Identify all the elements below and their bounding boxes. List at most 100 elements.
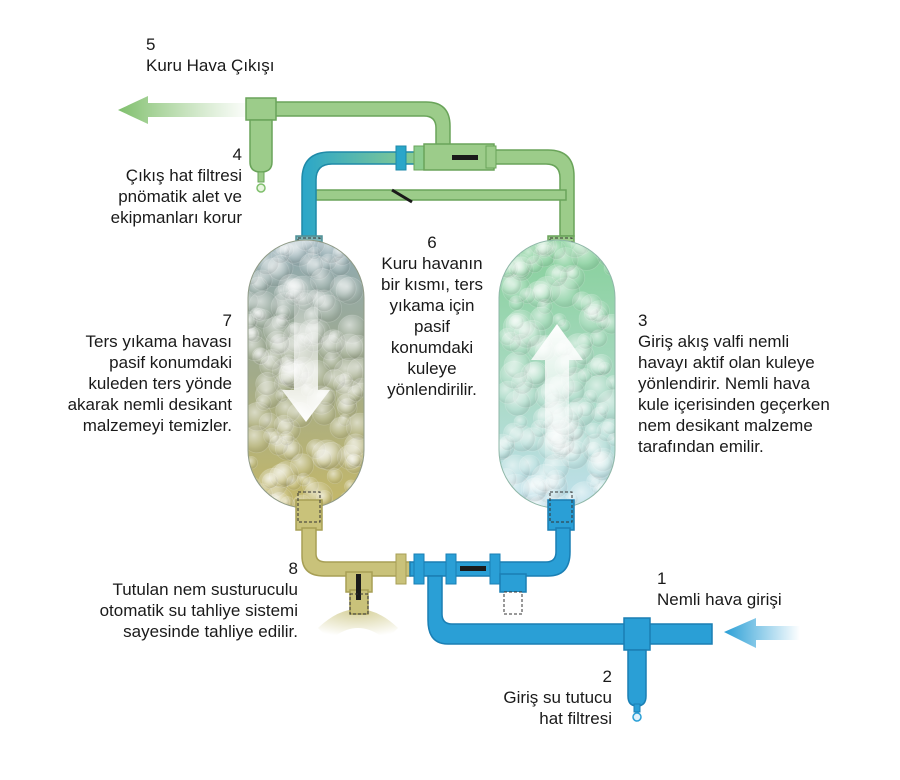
step-8-number: 8 xyxy=(288,559,298,578)
step-3-text: Giriş akış valfi nemli havayı aktif olan… xyxy=(638,332,830,456)
right-drain-valve xyxy=(499,573,527,615)
muffler-drain xyxy=(318,571,398,640)
desiccant-bead xyxy=(602,418,615,435)
desiccant-bead xyxy=(520,244,541,265)
desiccant-bead xyxy=(270,244,291,264)
step-4-label: 4 Çıkış hat filtresi pnömatik alet ve ek… xyxy=(70,144,242,228)
desiccant-bead xyxy=(583,305,599,321)
desiccant-bead xyxy=(339,491,357,508)
step-4-text: Çıkış hat filtresi pnömatik alet ve ekip… xyxy=(110,166,242,227)
desiccant-bead xyxy=(345,334,364,360)
desiccant-bead xyxy=(545,469,567,491)
desiccant-bead xyxy=(504,390,531,417)
desiccant-bead xyxy=(503,495,524,508)
step-5-number: 5 xyxy=(146,35,156,54)
desiccant-bead xyxy=(345,412,364,441)
desiccant-bead xyxy=(321,329,346,354)
desiccant-bead xyxy=(591,406,608,423)
desiccant-bead xyxy=(584,422,602,440)
desiccant-bead xyxy=(255,497,269,508)
desiccant-bead xyxy=(290,453,315,478)
step-5-label: 5 Kuru Hava Çıkışı xyxy=(146,34,275,76)
desiccant-bead xyxy=(590,353,613,377)
desiccant-bead xyxy=(513,414,528,429)
step-8-label: 8 Tutulan nem susturuculu otomatik su ta… xyxy=(60,558,298,642)
desiccant-bead xyxy=(509,314,525,330)
desiccant-bead xyxy=(332,244,348,260)
tower-bottom-fittings xyxy=(295,491,575,531)
drying-up-arrow xyxy=(531,324,583,466)
bottom-manifold xyxy=(301,527,571,585)
desiccant-bead xyxy=(603,261,615,276)
dry-air-outlet-arrow xyxy=(118,96,252,124)
top-green-pipe xyxy=(247,101,575,237)
desiccant-bead xyxy=(607,433,615,447)
wet-air-inlet-arrow xyxy=(724,618,800,648)
desiccant-bead xyxy=(592,483,608,498)
desiccant-bead xyxy=(545,264,568,288)
left-header-pipe xyxy=(301,145,425,241)
desiccant-bead xyxy=(248,401,273,432)
desiccant-bead xyxy=(326,467,343,484)
purge-orifice xyxy=(391,188,413,204)
step-3-number: 3 xyxy=(638,311,648,330)
desiccant-bead xyxy=(586,451,614,479)
desiccant-bead xyxy=(508,425,536,453)
desiccant-bead xyxy=(323,368,346,392)
step-6-label: 6 Kuru havanın bir kısmı, ters yıkama iç… xyxy=(362,232,502,400)
desiccant-bead xyxy=(546,240,567,260)
inlet-water-separator-filter xyxy=(623,617,651,722)
backflow-down-arrow xyxy=(282,290,330,422)
step-1-text: Nemli hava girişi xyxy=(657,590,782,609)
desiccant-bead xyxy=(263,315,292,345)
desiccant-bead xyxy=(248,290,279,321)
desiccant-bead xyxy=(248,476,262,499)
outlet-drain-drop-icon xyxy=(256,183,266,193)
desiccant-bead xyxy=(509,495,526,508)
inlet-valve-indicator xyxy=(460,566,486,571)
desiccant-bead xyxy=(519,287,536,305)
desiccant-bead xyxy=(279,430,295,446)
desiccant-bead xyxy=(572,291,592,312)
step-7-text: Ters yıkama havası pasif konumdaki kuled… xyxy=(67,332,232,435)
step-4-number: 4 xyxy=(232,145,242,164)
desiccant-bead xyxy=(268,491,290,508)
desiccant-bead xyxy=(255,371,280,396)
top-check-valve xyxy=(423,143,497,171)
desiccant-bead xyxy=(511,372,534,395)
desiccant-bead xyxy=(596,240,615,268)
step-2-text: Giriş su tutucu hat filtresi xyxy=(503,688,612,728)
desiccant-bead xyxy=(343,437,364,468)
step-8-text: Tutulan nem susturuculu otomatik su tahl… xyxy=(99,580,298,641)
step-6-number: 6 xyxy=(427,233,437,252)
step-2-label: 2 Giriş su tutucu hat filtresi xyxy=(470,666,612,729)
right-tower-active xyxy=(498,239,616,509)
outlet-line-filter xyxy=(245,97,277,193)
step-6-text: Kuru havanın bir kısmı, ters yıkama için… xyxy=(380,254,483,399)
step-1-label: 1 Nemli hava girişi xyxy=(657,568,782,610)
desiccant-bead xyxy=(499,481,512,503)
desiccant-bead xyxy=(512,261,530,280)
desiccant-bead xyxy=(601,313,615,335)
desiccant-bead xyxy=(577,368,593,383)
desiccant-bead xyxy=(261,349,283,371)
desiccant-bead xyxy=(263,427,280,445)
desiccant-bead xyxy=(261,472,279,489)
step-7-number: 7 xyxy=(222,311,232,330)
desiccant-bead xyxy=(522,477,548,502)
desiccant-bead xyxy=(499,496,520,508)
step-1-number: 1 xyxy=(657,569,667,588)
step-7-label: 7 Ters yıkama havası pasif konumdaki kul… xyxy=(36,310,232,436)
step-2-number: 2 xyxy=(602,667,612,686)
desiccant-bead xyxy=(248,497,263,508)
desiccant-bead xyxy=(508,295,525,311)
desiccant-bead xyxy=(501,331,522,352)
desiccant-bead xyxy=(248,456,258,470)
step-3-label: 3 Giriş akış valfi nemli havayı aktif ol… xyxy=(638,310,878,457)
inlet-drain-drop-icon xyxy=(632,712,642,722)
step-5-text: Kuru Hava Çıkışı xyxy=(146,56,275,75)
desiccant-bead xyxy=(529,306,554,331)
desiccant-bead xyxy=(351,492,364,508)
desiccant-bead xyxy=(248,324,259,342)
